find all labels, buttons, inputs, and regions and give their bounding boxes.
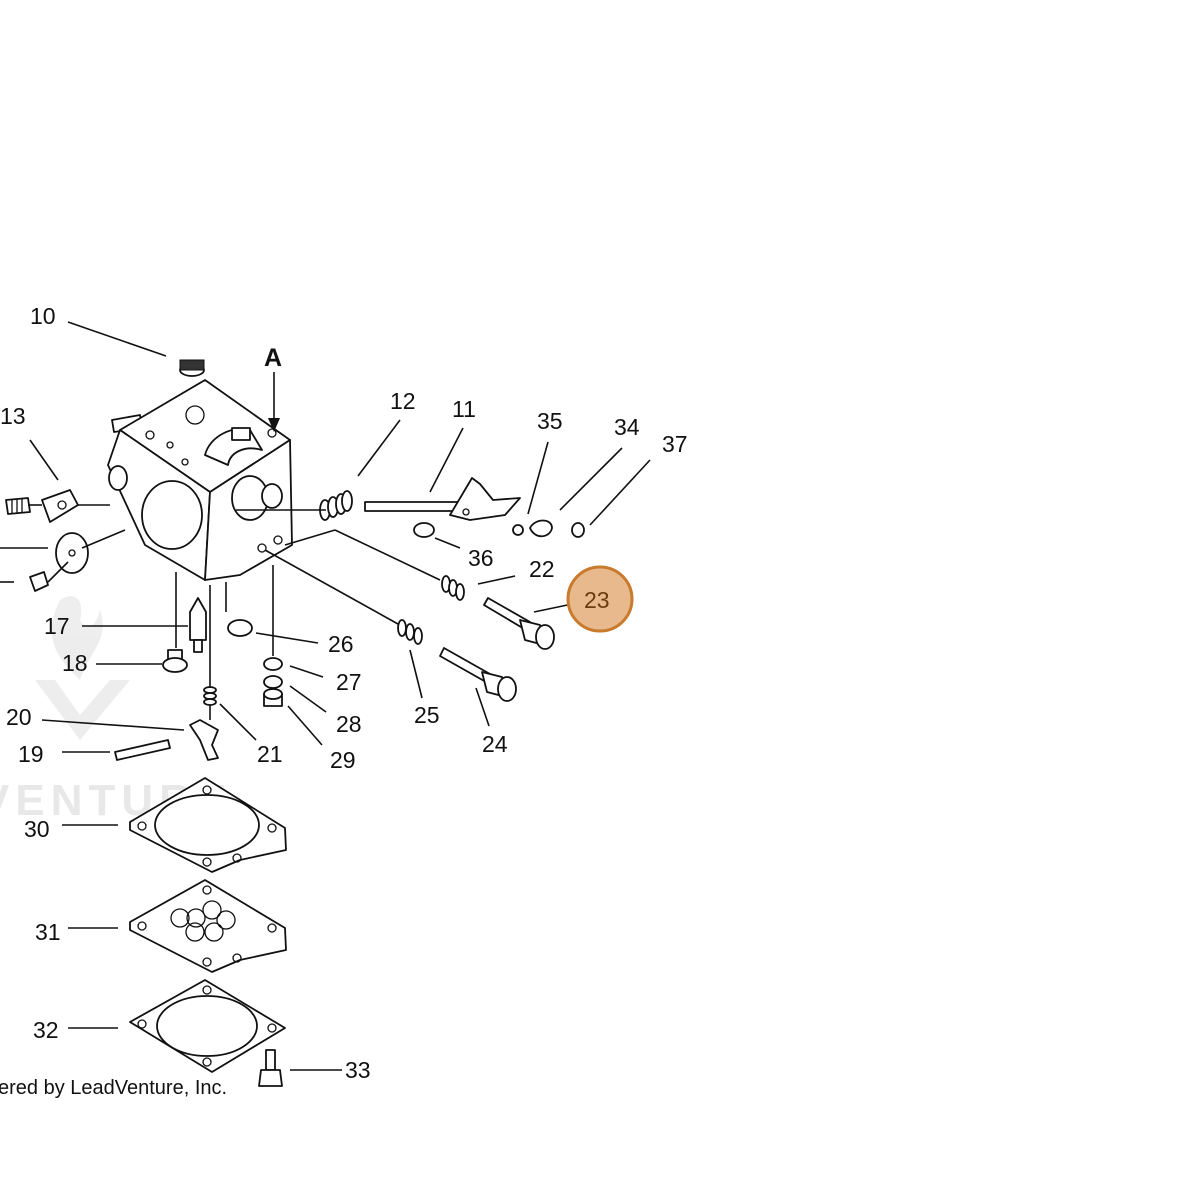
part-27-29-stack	[263, 657, 283, 707]
part-12-spring	[319, 490, 353, 521]
callout-18[interactable]: 18	[62, 650, 88, 676]
part-10-screen	[179, 359, 205, 377]
part-18-screw	[162, 649, 188, 673]
part-25-spring	[397, 619, 423, 645]
part-17-inlet-needle	[189, 597, 207, 653]
callout-35[interactable]: 35	[537, 408, 563, 434]
callout-36[interactable]: 36	[468, 545, 494, 571]
part-13-plate	[5, 489, 79, 523]
part-30-gasket	[129, 777, 287, 873]
part-22-spring	[441, 575, 465, 601]
callout-31[interactable]: 31	[35, 919, 61, 945]
callout-29[interactable]: 29	[330, 747, 356, 773]
part-26-plug	[227, 619, 253, 637]
callout-11[interactable]: 11	[452, 396, 476, 422]
callout-labels: 10 A 13 12 11 35 34 37 36 22 23 17 18 26…	[0, 303, 688, 1083]
callout-24[interactable]: 24	[482, 731, 508, 757]
callout-27[interactable]: 27	[336, 669, 362, 695]
callout-30[interactable]: 30	[24, 816, 50, 842]
callout-34[interactable]: 34	[614, 414, 640, 440]
callout-12[interactable]: 12	[390, 388, 416, 414]
part-31-diaphragm	[129, 879, 287, 973]
callout-17[interactable]: 17	[44, 613, 70, 639]
part-21-spring	[203, 686, 217, 706]
callout-23[interactable]: 23	[584, 587, 610, 613]
part-20-control-lever	[189, 719, 219, 761]
callout-leaders	[0, 321, 651, 1071]
callout-25[interactable]: 25	[414, 702, 440, 728]
callout-32[interactable]: 32	[33, 1017, 59, 1043]
callout-33[interactable]: 33	[345, 1057, 371, 1083]
callout-20[interactable]: 20	[6, 704, 32, 730]
part-23-adjusting-needle	[483, 597, 555, 650]
callout-37[interactable]: 37	[662, 431, 688, 457]
part-24-adjusting-needle	[439, 647, 517, 702]
credit-text: ered by LeadVenture, Inc.	[0, 1077, 227, 1099]
part-33-screw	[258, 1049, 283, 1087]
part-11-throttle-shaft	[364, 477, 521, 521]
pump-diaphragm	[29, 532, 89, 592]
part-35-34-37-36	[413, 519, 585, 538]
body-centerlines	[28, 504, 441, 720]
callout-26[interactable]: 26	[328, 631, 354, 657]
callout-19[interactable]: 19	[18, 741, 44, 767]
part-32-gasket	[129, 979, 286, 1073]
callout-10[interactable]: 10	[30, 303, 56, 329]
callout-28[interactable]: 28	[336, 711, 362, 737]
callout-21[interactable]: 21	[257, 741, 283, 767]
callout-13[interactable]: 13	[0, 403, 26, 429]
carburetor-body	[107, 379, 293, 581]
highlight-circle-23[interactable]	[566, 565, 634, 633]
callout-22[interactable]: 22	[529, 556, 555, 582]
part-19-pin	[114, 739, 171, 761]
callout-A[interactable]: A	[264, 344, 282, 372]
